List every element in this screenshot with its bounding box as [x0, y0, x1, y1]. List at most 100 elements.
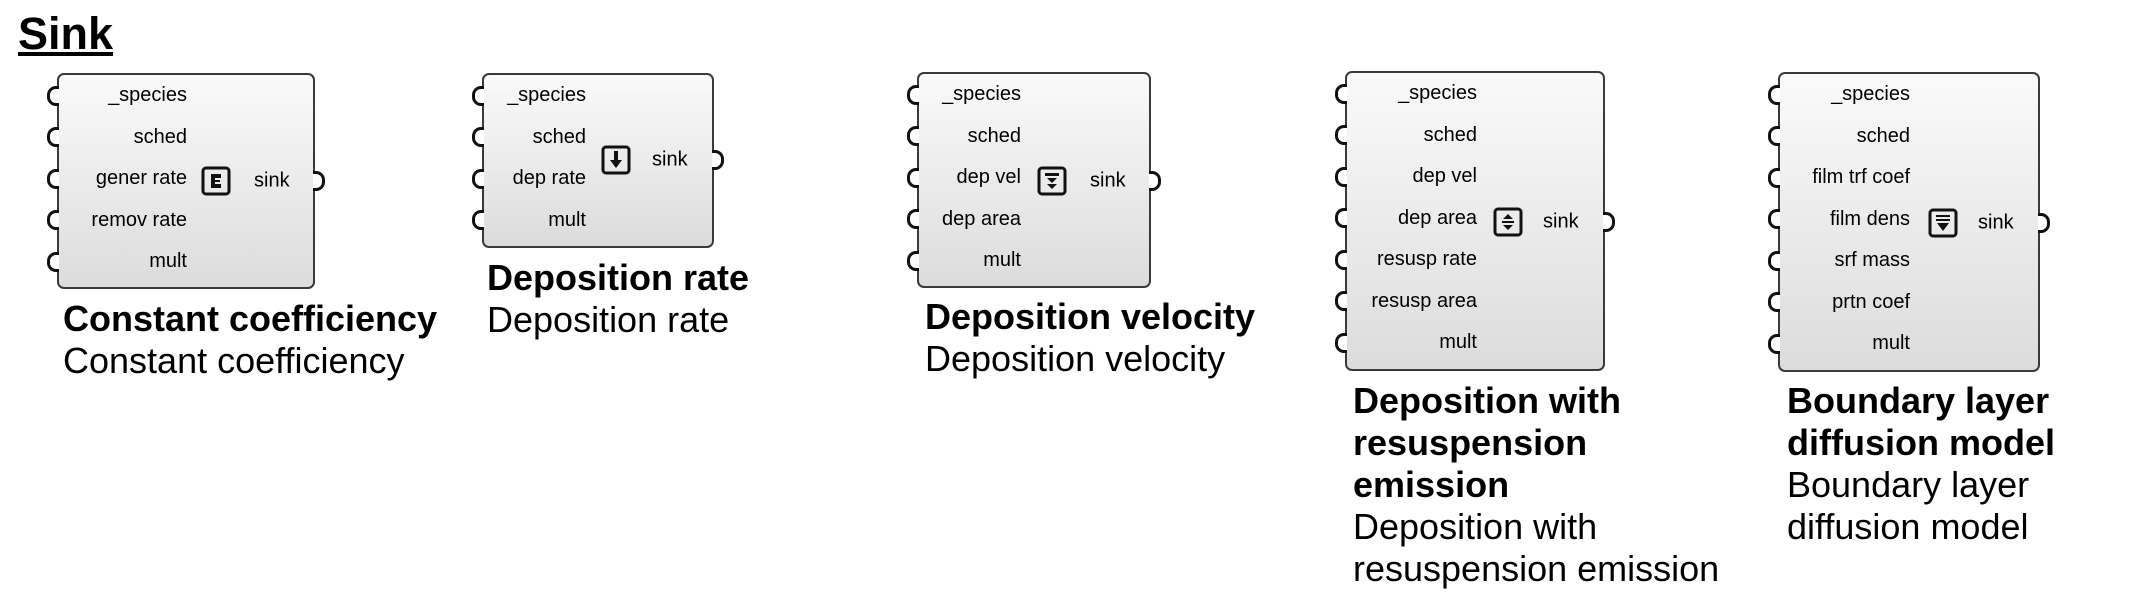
input-film-trf-coef[interactable]: film trf coef: [1768, 157, 1910, 199]
deposition-rate-icon: [601, 145, 631, 175]
input-grip[interactable]: [907, 209, 919, 230]
deposition-rate-caption: Deposition rate Deposition rate: [487, 257, 749, 341]
output-grip[interactable]: [2038, 213, 2050, 233]
input-grip[interactable]: [907, 167, 919, 188]
input-dep-vel[interactable]: dep vel: [1335, 156, 1477, 198]
input-grip[interactable]: [1335, 332, 1347, 353]
input-label: _species: [1831, 83, 1910, 105]
deposition-resuspension-caption: Deposition with resuspension emission De…: [1353, 380, 1773, 590]
caption-description: Deposition velocity: [925, 338, 1226, 379]
input-remov-rate[interactable]: remov rate: [47, 200, 187, 242]
input-prtn-coef[interactable]: prtn coef: [1768, 282, 1910, 324]
caption-title: Deposition rate: [487, 257, 750, 298]
output-grip[interactable]: [1149, 171, 1161, 191]
input-grip[interactable]: [1768, 292, 1780, 313]
input-grip[interactable]: [907, 126, 919, 147]
input-label: dep vel: [956, 166, 1022, 188]
input-dep-area[interactable]: dep area: [1335, 198, 1477, 240]
input-dep-rate[interactable]: dep rate: [472, 158, 586, 200]
output-label: sink: [1090, 169, 1126, 192]
input-grip[interactable]: [907, 84, 919, 105]
output-grip[interactable]: [313, 171, 325, 191]
input-grip[interactable]: [1335, 83, 1347, 104]
input-species[interactable]: _species: [47, 75, 187, 117]
input-label: mult: [149, 250, 187, 272]
caption-title: Boundary layer diffusion model: [1787, 380, 2055, 463]
input-species[interactable]: _species: [1335, 73, 1477, 115]
input-resusp-rate[interactable]: resusp rate: [1335, 239, 1477, 281]
deposition-rate-component[interactable]: _species sched dep rate mult sink: [472, 73, 724, 248]
input-grip[interactable]: [1768, 209, 1780, 230]
input-grip[interactable]: [47, 85, 59, 106]
output-label: sink: [254, 169, 290, 192]
output-grip[interactable]: [1603, 212, 1615, 232]
input-label: dep area: [1398, 206, 1477, 229]
input-srf-mass[interactable]: srf mass: [1768, 240, 1910, 282]
input-label: dep rate: [512, 167, 586, 189]
input-label: prtn coef: [1832, 290, 1910, 313]
input-grip[interactable]: [907, 250, 919, 271]
input-label: _species: [1398, 82, 1477, 104]
constant-coefficiency-component[interactable]: _species sched gener rate remov rate mul…: [47, 73, 325, 289]
input-sched[interactable]: sched: [47, 117, 187, 159]
input-grip[interactable]: [472, 210, 484, 231]
input-mult[interactable]: mult: [907, 240, 1021, 282]
input-grip[interactable]: [1768, 167, 1780, 188]
input-grip[interactable]: [1335, 291, 1347, 312]
input-grip[interactable]: [47, 251, 59, 272]
input-grip[interactable]: [472, 168, 484, 189]
caption-description: Deposition rate: [487, 299, 730, 340]
input-mult[interactable]: mult: [472, 200, 586, 242]
input-grip[interactable]: [47, 210, 59, 231]
input-label: mult: [983, 249, 1021, 271]
page-title: Sink: [18, 8, 114, 59]
input-label: _species: [108, 84, 187, 106]
input-sched[interactable]: sched: [1768, 116, 1910, 158]
input-dep-area[interactable]: dep area: [907, 199, 1021, 241]
input-film-dens[interactable]: film dens: [1768, 199, 1910, 241]
input-mult[interactable]: mult: [47, 241, 187, 283]
input-sched[interactable]: sched: [1335, 115, 1477, 157]
input-species[interactable]: _species: [1768, 74, 1910, 116]
boundary-layer-component[interactable]: _species sched film trf coef film dens s…: [1768, 72, 2050, 372]
input-grip[interactable]: [1335, 208, 1347, 229]
constant-coefficient-icon: [201, 166, 231, 196]
input-grip[interactable]: [472, 85, 484, 106]
input-grip[interactable]: [1335, 125, 1347, 146]
input-grip[interactable]: [47, 168, 59, 189]
input-dep-vel[interactable]: dep vel: [907, 157, 1022, 199]
input-label: film dens: [1829, 207, 1910, 230]
output-grip[interactable]: [712, 150, 724, 170]
caption-title: Deposition velocity: [925, 296, 1256, 337]
input-label: mult: [548, 208, 586, 231]
input-label: sched: [1423, 123, 1477, 146]
input-grip[interactable]: [1335, 166, 1347, 187]
input-label: sched: [967, 124, 1021, 147]
output-label: sink: [1543, 210, 1579, 233]
input-resusp-area[interactable]: resusp area: [1335, 281, 1477, 323]
input-sched[interactable]: sched: [472, 117, 586, 159]
boundary-layer-caption: Boundary layer diffusion model Boundary …: [1787, 380, 2087, 548]
input-grip[interactable]: [47, 127, 59, 148]
input-gener-rate[interactable]: gener rate: [47, 158, 187, 200]
input-sched[interactable]: sched: [907, 116, 1021, 158]
input-mult[interactable]: mult: [1768, 323, 1910, 365]
input-label: resusp rate: [1376, 248, 1477, 270]
caption-description: Deposition with resuspension emission: [1353, 506, 1720, 589]
input-species[interactable]: _species: [472, 75, 586, 117]
input-grip[interactable]: [1335, 249, 1347, 270]
input-species[interactable]: _species: [907, 74, 1021, 116]
deposition-velocity-component[interactable]: _species sched dep vel dep area mult sin…: [907, 72, 1161, 288]
input-label: _species: [507, 84, 586, 106]
input-label: remov rate: [91, 208, 187, 231]
input-grip[interactable]: [1768, 333, 1780, 354]
input-grip[interactable]: [1768, 84, 1780, 105]
input-grip[interactable]: [1768, 126, 1780, 147]
input-grip[interactable]: [1768, 250, 1780, 271]
input-mult[interactable]: mult: [1335, 322, 1477, 364]
boundary-layer-icon: [1928, 208, 1958, 238]
input-grip[interactable]: [472, 127, 484, 148]
deposition-resuspension-component[interactable]: _species sched dep vel dep area resusp r…: [1335, 71, 1615, 371]
caption-description: Constant coefficiency: [63, 340, 405, 381]
deposition-velocity-caption: Deposition velocity Deposition velocity: [925, 296, 1255, 380]
